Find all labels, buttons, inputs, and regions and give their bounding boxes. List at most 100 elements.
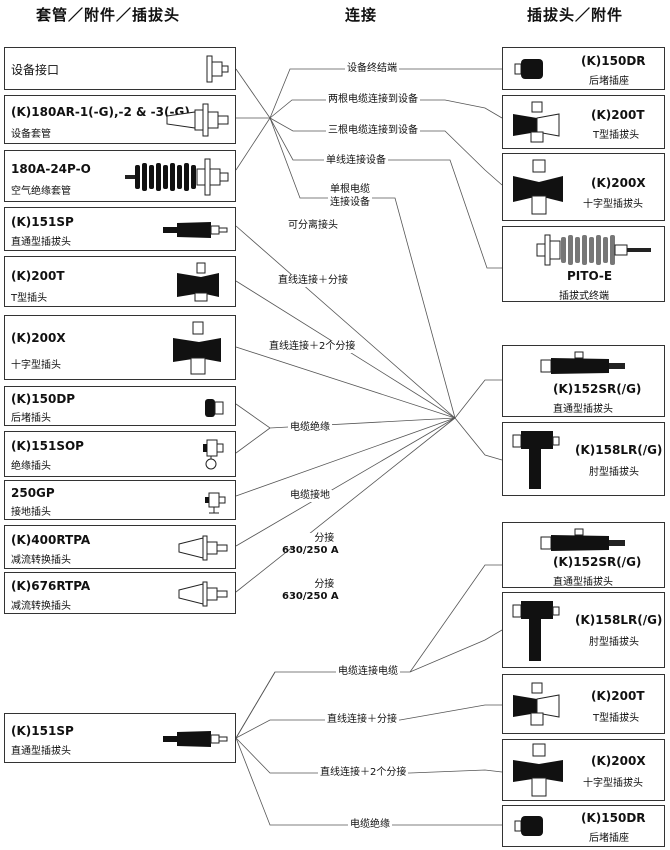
- connection-label: 电缆接地: [288, 490, 332, 502]
- connection-label: 设备终结端: [345, 63, 399, 75]
- right-box-200x[interactable]: (K)200X 十字型插拔头: [502, 153, 665, 221]
- connection-label: 分接 630/250 A: [282, 579, 355, 603]
- item-name: 直通型插拔头: [11, 746, 71, 757]
- left-box-400rtpa[interactable]: (K)400RTPA 减流转换插头: [4, 525, 236, 569]
- left-box-676rtpa[interactable]: (K)676RTPA 减流转换插头: [4, 572, 236, 614]
- connection-text: 分接: [314, 533, 335, 544]
- straight-plug-icon: [163, 731, 228, 747]
- item-name: 减流转换插头: [11, 601, 71, 612]
- header-center: 连接: [345, 6, 378, 24]
- connection-sub: 630/250 A: [282, 591, 339, 602]
- insulating-plug-icon: [203, 439, 224, 470]
- bushing-interface-icon: [206, 55, 229, 83]
- item-code: (K)400RTPA: [11, 533, 91, 547]
- right-box-158lr-2[interactable]: (K)158LR(/G) 肘型插拔头: [502, 592, 665, 668]
- item-code: (K)150DR: [581, 54, 646, 68]
- item-name: 肘型插拔头: [589, 467, 639, 478]
- left-box-150dp[interactable]: (K)150DP 后堵插头: [4, 386, 236, 426]
- item-code: (K)200X: [591, 176, 646, 190]
- item-code: (K)151SP: [11, 215, 74, 229]
- item-name: 后堵插座: [589, 833, 629, 844]
- connection-label: 可分离接头: [286, 220, 340, 232]
- item-name: 十字型插拔头: [583, 199, 643, 210]
- item-name: 绝缘插头: [11, 461, 51, 472]
- air-insulated-bushing-icon: [125, 158, 229, 196]
- header-right: 插拔头／附件: [527, 6, 624, 24]
- item-code: 250GP: [11, 486, 55, 500]
- item-code: (K)151SOP: [11, 439, 84, 453]
- left-box-bushing-interface[interactable]: 设备接口: [4, 47, 236, 90]
- left-box-151sp-bottom[interactable]: (K)151SP 直通型插拔头: [4, 713, 236, 763]
- right-box-152sr-2[interactable]: (K)152SR(/G) 直通型插拔头: [502, 522, 665, 588]
- connection-label: 直线连接＋2个分接: [267, 341, 358, 353]
- item-code: (K)200T: [11, 269, 65, 283]
- item-code: (K)200X: [11, 331, 66, 345]
- left-box-180ar[interactable]: (K)180AR-1(-G),-2 & -3(-G) 设备套管: [4, 95, 236, 144]
- item-code: 180A-24P-O: [11, 162, 91, 176]
- item-name: 减流转换插头: [11, 555, 71, 566]
- t-connector-icon: [513, 682, 560, 726]
- left-box-151sop[interactable]: (K)151SOP 绝缘插头: [4, 431, 236, 477]
- connection-sub: 630/250 A: [282, 545, 339, 556]
- t-plug-icon: [177, 262, 219, 302]
- left-box-200t[interactable]: (K)200T T型插头: [4, 256, 236, 307]
- plug-in-termination-icon: [536, 234, 651, 266]
- dead-end-receptacle-icon: [514, 816, 543, 836]
- item-name: 十字型插头: [11, 360, 61, 371]
- item-code: (K)151SP: [11, 724, 74, 738]
- connection-label: 单线连接设备: [324, 155, 388, 167]
- item-code: (K)180AR-1(-G),-2 & -3(-G): [11, 105, 190, 119]
- connection-label: 直线连接＋2个分接: [318, 767, 409, 779]
- right-box-158lr-1[interactable]: (K)158LR(/G) 肘型插拔头: [502, 422, 665, 496]
- item-code: (K)200X: [591, 754, 646, 768]
- reducer-adapter-icon: [178, 535, 228, 561]
- left-box-180a-24p[interactable]: 180A-24P-O 空气绝缘套管: [4, 150, 236, 202]
- left-box-151sp[interactable]: (K)151SP 直通型插拔头: [4, 207, 236, 251]
- item-name: T型插拔头: [593, 130, 640, 141]
- item-name: 直通型插拔头: [553, 404, 613, 415]
- right-box-200x-2[interactable]: (K)200X 十字型插拔头: [502, 739, 665, 801]
- item-name: 插拔式终端: [559, 291, 609, 302]
- grounding-plug-icon: [205, 492, 226, 514]
- item-code: (K)152SR(/G): [553, 382, 642, 396]
- cross-plug-icon: [173, 321, 221, 375]
- left-box-200x[interactable]: (K)200X 十字型插头: [4, 315, 236, 380]
- right-box-pito-e[interactable]: PITO-E 插拔式终端: [502, 226, 665, 302]
- connection-label: 电缆绝缘: [348, 819, 392, 831]
- item-code: (K)158LR(/G): [575, 613, 663, 627]
- item-name: 空气绝缘套管: [11, 186, 71, 197]
- right-box-150dr-2[interactable]: (K)150DR 后堵插座: [502, 805, 665, 847]
- item-name: 后堵插头: [11, 413, 51, 424]
- elbow-connector-icon: [512, 601, 560, 661]
- reducer-adapter-icon: [178, 581, 228, 607]
- item-code: (K)158LR(/G): [575, 443, 663, 457]
- connection-text: 分接: [314, 579, 335, 590]
- item-code: (K)200T: [591, 689, 645, 703]
- dead-end-plug-icon: [205, 399, 224, 417]
- item-name: 设备套管: [11, 129, 51, 140]
- item-name: 直通型插拔头: [553, 577, 613, 588]
- item-name: T型插拔头: [593, 713, 640, 724]
- item-code: (K)152SR(/G): [553, 555, 642, 569]
- connection-label: 电缆连接电缆: [336, 666, 400, 678]
- connection-label: 直线连接＋分接: [276, 275, 350, 287]
- right-box-150dr[interactable]: (K)150DR 后堵插座: [502, 47, 665, 90]
- item-name: 直通型插拔头: [11, 237, 71, 248]
- straight-connector-icon: [540, 528, 625, 551]
- connection-label: 两根电缆连接到设备: [326, 94, 420, 106]
- item-code: (K)676RTPA: [11, 579, 91, 593]
- header-left: 套管／附件／插拔头: [36, 6, 181, 24]
- right-box-200t[interactable]: (K)200T T型插拔头: [502, 95, 665, 149]
- item-code: PITO-E: [567, 269, 613, 283]
- equipment-bushing-icon: [166, 103, 229, 137]
- item-name: T型插头: [11, 293, 48, 304]
- right-box-200t-2[interactable]: (K)200T T型插拔头: [502, 674, 665, 734]
- left-box-250gp[interactable]: 250GP 接地插头: [4, 480, 236, 520]
- connection-label: 单根电缆 连接设备: [328, 183, 372, 209]
- right-box-152sr-1[interactable]: (K)152SR(/G) 直通型插拔头: [502, 345, 665, 417]
- item-code: (K)150DP: [11, 392, 76, 406]
- connection-label: 分接 630/250 A: [282, 533, 355, 557]
- item-code: 设备接口: [11, 63, 60, 77]
- cross-connector-icon: [513, 743, 563, 797]
- cross-connector-icon: [513, 159, 563, 215]
